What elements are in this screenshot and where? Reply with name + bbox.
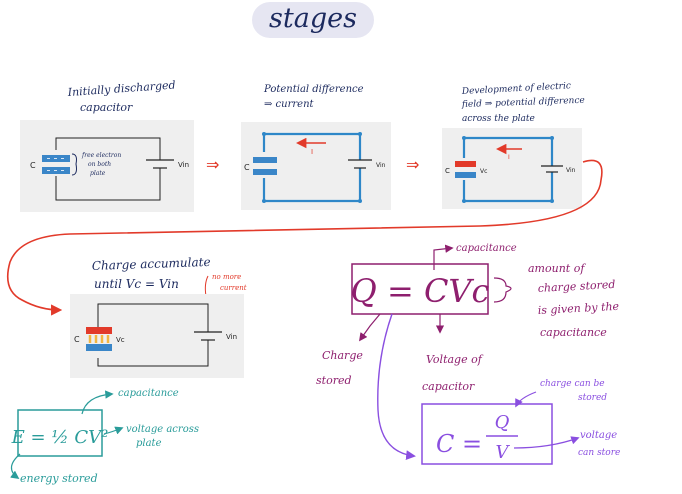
page-title: stages [269,3,357,34]
formula-q-capacitance-label: capacitance [456,243,517,254]
stage-3-bottom-plate [455,172,476,178]
stage-4-vin-label: Vin [226,333,237,341]
formula-c-box [421,403,553,465]
formula-q-middle-line-2: capacitor [422,380,475,393]
formula-q-group: capacitance Q = CVc amount of charge sto… [316,243,620,393]
formula-c-numerator: Q [495,412,510,433]
stage-2-circuit-wire [262,132,362,203]
stage-4-c-label: C [74,335,80,344]
formula-c-top-line-2: stored [578,393,607,403]
stage-1-panel [20,120,194,212]
formula-q-right-line-4: capacitance [540,326,607,339]
formula-c-lhs: C = [436,430,482,458]
stage-2-top-plate [253,157,277,163]
stage-3-caption-line-2: field ⇒ potential difference [461,96,585,110]
stage-1: Initially discharged capacitor C Vin fre… [20,78,194,212]
stage-2-caption-line-1: Potential difference [263,84,364,95]
stage-4-bottom-plate [86,344,112,351]
stage-3-top-plate [455,161,476,167]
formula-q-left-line-1: Charge [322,349,363,362]
stage-4-caption-line-1: Charge accumulate [92,255,211,273]
stage-2-vin-label: Vin [376,162,386,169]
formula-q-charge-arrow [359,313,381,342]
formula-c-group: charge can be stored C = Q V voltage can… [421,379,620,465]
stage-2-c-label: C [244,163,250,172]
formula-q-text: Q = CVc [351,272,490,310]
stage-4-field-lines [88,335,110,343]
stage-1-note-line-3: plate [90,170,106,177]
formula-e-right-line-1: voltage across [126,424,199,435]
stage-4-circuit-wire [97,303,209,367]
stage-1-circuit-wire [55,137,161,201]
stage-4-note-line-1: no more [212,273,241,281]
stage-4: Charge accumulate until Vc = Vin no more… [70,255,247,378]
formula-c-top-line-1: charge can be [540,379,605,389]
formula-e-text: E = ½ CV² [11,427,109,448]
title-pill [252,2,374,38]
stage-2-caption-line-2: ⇒ current [264,99,315,110]
formula-q-middle-line-1: Voltage of [426,353,484,366]
title-group: stages [252,2,374,38]
stage-1-caption-line-1: Initially discharged [66,78,176,99]
stage-2-panel [241,122,391,210]
formula-e-energy-label: energy stored [20,472,98,485]
stage-3-current-label: I [508,154,510,161]
stage-1-note-brace [71,153,77,176]
stage-1-vin-label: Vin [178,161,189,169]
formula-e-capacitance-arrow [81,390,114,415]
formula-e-energy-arrow [10,453,21,479]
stage-4-note-line-2: current [220,284,247,292]
formula-c-right-line-1: voltage [580,430,617,441]
stage-1-caption-line-2: capacitor [80,101,133,114]
stage-3-panel [442,128,582,209]
formula-c-flow-arrow [377,313,416,460]
formula-e-voltage-arrow [103,426,124,435]
implies-arrow-2: ⇒ [406,155,419,174]
formula-e-right-line-2: plate [136,438,162,449]
stage-4-caption-line-2: until Vc = Vin [94,277,179,291]
formula-q-right-brace [493,277,512,303]
stage-3-vin-label: Vin [566,167,576,174]
formula-e-group: capacitance E = ½ CV² voltage across pla… [10,388,199,485]
stage-3-c-label: C [445,167,450,175]
formula-q-right-line-2: charge stored [537,278,615,295]
formula-c-right-line-2: can store [578,448,620,458]
stage-1-c-label: C [30,161,36,170]
formula-q-right-line-1: amount of [528,262,586,275]
stage-3-vc-label: Vc [480,168,487,175]
stage-1-note-line-2: on both [88,161,111,168]
implies-arrow-1: ⇒ [206,155,219,174]
stage-2-bottom-plate [253,169,277,175]
stage-4-top-plate [86,327,112,334]
formula-c-denominator: V [496,442,511,463]
stage-3-caption-line-1: Development of electric [461,81,572,97]
stage-2-current-label: I [311,148,313,156]
stage-4-panel [70,294,244,378]
stage-4-note-brace [204,275,209,297]
formula-e-capacitance-label: capacitance [118,388,179,399]
formula-q-box [351,263,489,315]
flow-connector-arrow [6,159,603,316]
formula-q-capacitance-arrow [433,244,454,270]
formula-c-voltage-arrow [513,436,580,449]
stage-3-caption-line-3: across the plate [462,114,535,124]
stage-3: Development of electric field ⇒ potentia… [442,81,585,209]
formula-q-right-line-3: is given by the [537,300,619,317]
stage-2: Potential difference ⇒ current I C Vin [241,84,391,210]
stage-1-note-line-1: free electron [81,152,121,159]
formula-e-box [17,409,103,457]
stage-4-vc-label: Vc [116,336,125,344]
stage-3-circuit-wire [462,136,554,203]
formula-q-left-line-2: stored [316,374,352,387]
